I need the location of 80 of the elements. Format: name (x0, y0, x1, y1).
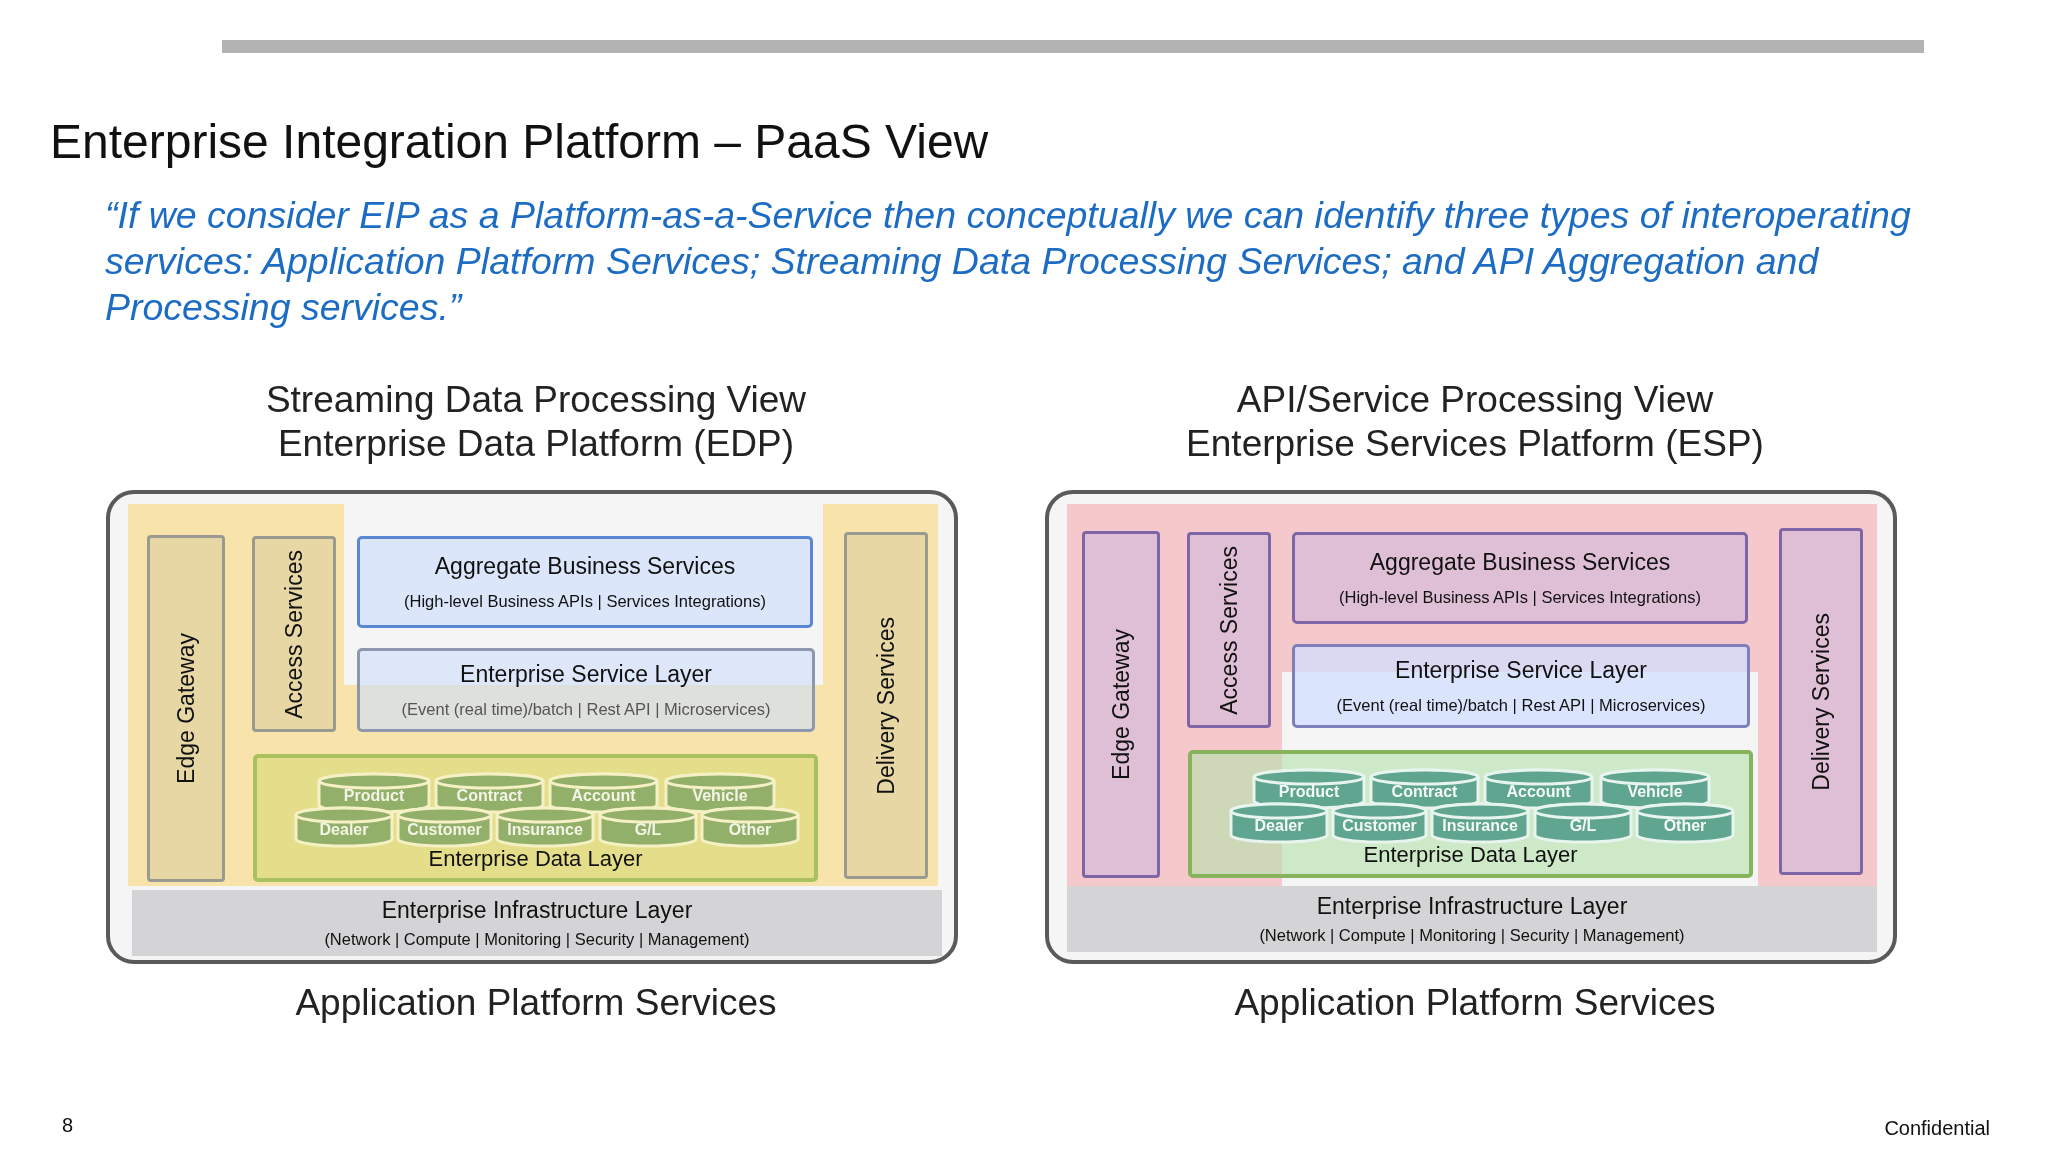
data-layer-box (1188, 750, 1753, 878)
cylinder-label: Account (1505, 783, 1572, 801)
database-cylinder (1229, 802, 1329, 844)
layer-subtitle: (Network | Compute | Monitoring | Security | Management) (1259, 926, 1685, 945)
database-cylinder (1252, 768, 1366, 810)
cylinder-label: Product (1277, 783, 1341, 801)
database-cylinder (1369, 768, 1480, 810)
database-cylinder (1483, 768, 1594, 810)
panel-heading: API/Service Processing View (1235, 378, 1715, 422)
data-layer-box (253, 754, 818, 882)
layer-box (1292, 532, 1748, 624)
cylinder-label: Vehicle (691, 787, 749, 805)
cylinder-label: Other (727, 821, 773, 839)
service-column (844, 532, 928, 879)
layer-title: Enterprise Infrastructure Layer (1316, 893, 1628, 920)
panel-heading: Enterprise Services Platform (ESP) (1185, 422, 1765, 466)
database-cylinder (1331, 802, 1428, 844)
layer-subtitle: (Event (real time)/batch | Rest API | Microservices) (401, 700, 771, 719)
panel-heading: Enterprise Data Platform (EDP) (276, 422, 796, 466)
panel-caption: Application Platform Services (1233, 982, 1717, 1024)
layer-title: Aggregate Business Services (434, 553, 736, 580)
database-cylinder (664, 772, 776, 814)
footer-note: Confidential (1883, 1117, 1990, 1140)
service-column (1187, 532, 1271, 728)
database-cylinder (1635, 802, 1735, 844)
cylinder-label: Product (342, 787, 406, 805)
layer-title: Enterprise Service Layer (1395, 657, 1647, 684)
column-label: Edge Gateway (1107, 629, 1135, 780)
column-label: Edge Gateway (172, 633, 200, 784)
layer-title: Aggregate Business Services (1369, 549, 1671, 576)
cylinder-label: Insurance (506, 821, 584, 839)
service-column (147, 535, 225, 882)
cylinder-label: Contract (455, 787, 524, 805)
database-cylinder (434, 772, 545, 814)
column-label: Delivery Services (872, 616, 900, 795)
column-label: Delivery Services (1807, 612, 1835, 791)
slide-title: Enterprise Integration Platform – PaaS View (50, 114, 989, 169)
service-column (252, 536, 336, 732)
cylinder-label: Customer (406, 821, 483, 839)
database-cylinder (1430, 802, 1530, 844)
infrastructure-band (1067, 886, 1877, 952)
column-label: Access Services (280, 549, 308, 719)
cylinder-label: Insurance (1441, 817, 1519, 835)
database-cylinder (700, 806, 800, 848)
cylinder-label: Other (1662, 817, 1708, 835)
layer-title: Enterprise Service Layer (460, 661, 712, 688)
service-column (1779, 528, 1863, 875)
cylinder-label: Account (570, 787, 637, 805)
layer-box (357, 536, 813, 628)
layer-subtitle: (High-level Business APIs | Services Integrations) (404, 592, 766, 611)
layer-title: Enterprise Data Layer (427, 846, 644, 872)
layer-subtitle: (Network | Compute | Monitoring | Security | Management) (324, 930, 750, 949)
layer-subtitle: (Event (real time)/batch | Rest API | Microservices) (1336, 696, 1706, 715)
layer-box (1292, 644, 1750, 728)
cylinder-label: G/L (633, 821, 663, 839)
layer-subtitle: (High-level Business APIs | Services Integrations) (1339, 588, 1701, 607)
cylinder-label: G/L (1568, 817, 1598, 835)
database-cylinder (548, 772, 659, 814)
database-cylinder (1599, 768, 1711, 810)
database-cylinder (396, 806, 493, 848)
infrastructure-band (132, 890, 942, 956)
layer-box (357, 648, 815, 732)
quote-text: “If we consider EIP as a Platform-as-a-Service then conceptually we can identify three types of interoperating services: Application Platform Services; Streaming Data Processing Services; and API Aggregation and Processing services.” (105, 193, 1912, 330)
column-label: Access Services (1215, 545, 1243, 715)
database-cylinder (317, 772, 431, 814)
database-cylinder (495, 806, 595, 848)
cylinder-label: Dealer (1253, 817, 1305, 835)
database-cylinder (1533, 802, 1633, 844)
database-cylinder (598, 806, 698, 848)
page-number: 8 (62, 1114, 75, 1137)
layer-title: Enterprise Data Layer (1362, 842, 1579, 868)
cylinder-label: Contract (1390, 783, 1459, 801)
cylinder-label: Customer (1341, 817, 1418, 835)
service-column (1082, 531, 1160, 878)
cylinder-label: Vehicle (1626, 783, 1684, 801)
panel-caption: Application Platform Services (294, 982, 778, 1024)
layer-title: Enterprise Infrastructure Layer (381, 897, 693, 924)
database-cylinder (294, 806, 394, 848)
cylinder-label: Dealer (318, 821, 370, 839)
panel-heading: Streaming Data Processing View (264, 378, 808, 422)
